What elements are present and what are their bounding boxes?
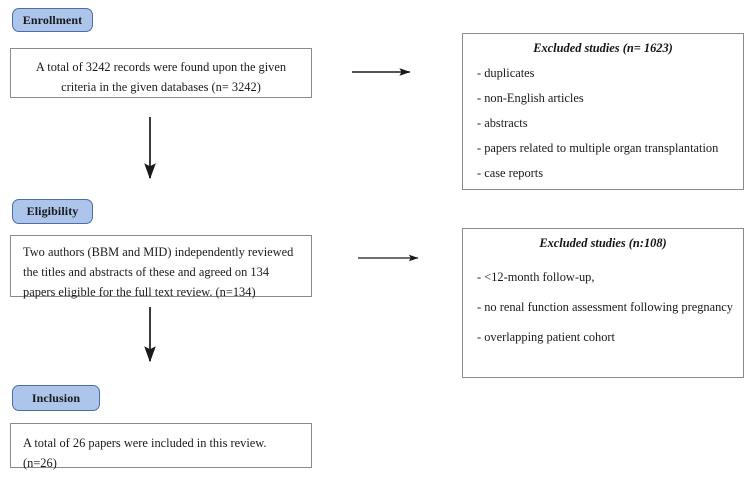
stage-pill-inclusion[interactable]: Inclusion [12,385,100,411]
excluded-studies-panel-1-title: Excluded studies (n= 1623) [533,41,673,55]
flow-box-enrollment-text: A total of 3242 records were found upon … [35,60,287,95]
flow-box-inclusion: A total of 26 papers were included in th… [10,423,312,470]
excluded-reason-item: - overlapping patient cohort [477,330,615,344]
excluded-studies-panel-2: Excluded studies (n:108) - <12-month fol… [462,228,744,378]
flow-box-eligibility: Two authors (BBM and MID) independently … [10,235,312,299]
excluded-reason-item: - non-English articles [477,91,584,105]
flow-box-enrollment: A total of 3242 records were found upon … [10,48,312,98]
flow-box-eligibility-text: Two authors (BBM and MID) independently … [23,245,294,300]
excluded-studies-panel-2-title: Excluded studies (n:108) [539,236,667,250]
stage-pill-inclusion-label: Inclusion [31,390,81,405]
excluded-reason-item: - duplicates [477,66,535,80]
excluded-studies-panel-2-reason-list: - <12-month follow-up, - no renal functi… [477,270,734,345]
excluded-reason-item: - case reports [477,166,544,180]
excluded-studies-panel-1: Excluded studies (n= 1623) - duplicates … [462,33,744,190]
stage-pill-eligibility-label: Eligibility [26,204,79,218]
excluded-reason-item: - abstracts [477,116,528,130]
stage-pill-enrollment-label: Enrollment [22,12,83,27]
stage-pill-eligibility[interactable]: Eligibility [12,199,93,224]
excluded-reason-item: - <12-month follow-up, [477,270,595,284]
flow-box-inclusion-text: A total of 26 papers were included in th… [23,436,267,471]
stage-pill-enrollment[interactable]: Enrollment [12,8,93,32]
excluded-studies-panel-1-reason-list: - duplicates - non-English articles - ab… [477,66,729,181]
excluded-reason-item: - no renal function assessment following… [477,300,734,314]
excluded-reason-item: - papers related to multiple organ trans… [477,141,719,155]
